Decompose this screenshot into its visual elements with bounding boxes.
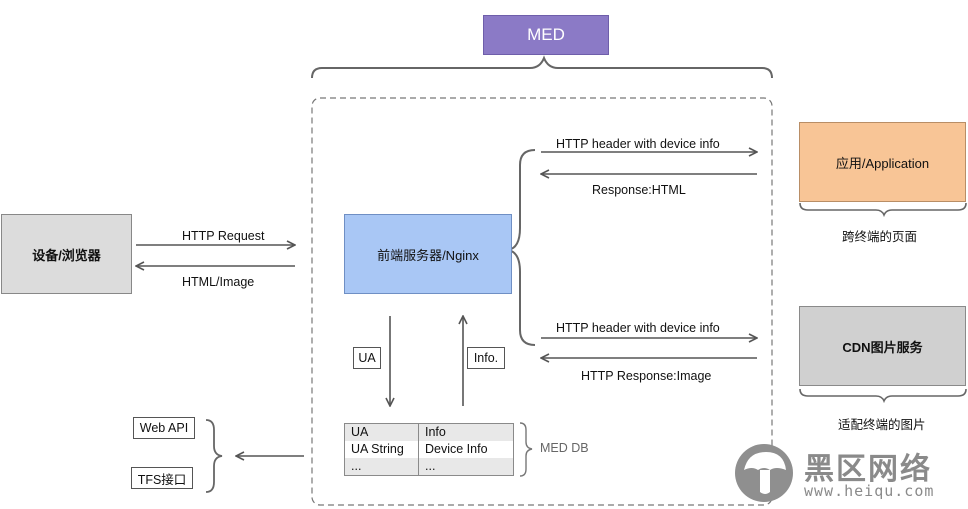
watermark-logo-icon (735, 444, 793, 502)
info-tag-label: Info. (473, 351, 499, 365)
cdn-caption-brace (799, 388, 967, 404)
cdn-header-label: HTTP header with device info (556, 321, 720, 335)
table-row: UA Info (345, 424, 513, 441)
med-label: MED (527, 25, 565, 44)
tfs-label: TFS接口 (137, 472, 187, 487)
device-label: 设备/浏览器 (32, 247, 101, 263)
interfaces-brace (205, 419, 223, 493)
http-request-label: HTTP Request (182, 229, 265, 243)
table-cell: Info (425, 425, 446, 439)
app-caption: 跨终端的页面 (842, 230, 918, 244)
table-cell: ... (425, 459, 436, 473)
med-db-label: MED DB (540, 441, 589, 455)
app-label: 应用/Application (835, 155, 930, 171)
cdn-box: CDN图片服务 (799, 306, 966, 386)
med-db-brace (519, 422, 533, 477)
app-header-label: HTTP header with device info (556, 137, 720, 151)
html-image-label: HTML/Image (182, 275, 255, 289)
frontend-box: 前端服务器/Nginx (344, 214, 512, 294)
table-row: ... ... (345, 458, 513, 475)
watermark-text: 黑区网络 (804, 453, 932, 486)
med-db-table: UA Info UA String Device Info ... ... (344, 423, 514, 476)
web-api-tag: Web API (133, 417, 195, 439)
med-box: MED (483, 15, 609, 55)
tfs-tag: TFS接口 (131, 467, 193, 489)
table-cell: Device Info (425, 442, 488, 456)
cdn-caption: 适配终端的图片 (838, 418, 926, 432)
web-api-label: Web API (139, 421, 189, 435)
device-box: 设备/浏览器 (1, 214, 132, 294)
med-brace (311, 55, 773, 79)
table-cell: ... (345, 458, 419, 475)
table-cell: UA (345, 424, 419, 441)
app-box: 应用/Application (799, 122, 966, 202)
services-brace (507, 149, 536, 346)
table-cell: UA String (345, 441, 419, 458)
watermark-url: www.heiqu.com (804, 482, 935, 500)
cdn-label: CDN图片服务 (842, 339, 923, 355)
ua-tag: UA (353, 347, 381, 369)
app-response-label: Response:HTML (592, 183, 686, 197)
ua-tag-label: UA (358, 351, 376, 365)
info-tag: Info. (467, 347, 505, 369)
frontend-label: 前端服务器/Nginx (377, 247, 479, 263)
app-caption-brace (799, 202, 967, 218)
med-container (311, 97, 773, 506)
table-row: UA String Device Info (345, 441, 513, 458)
cdn-response-label: HTTP Response:Image (581, 369, 712, 383)
